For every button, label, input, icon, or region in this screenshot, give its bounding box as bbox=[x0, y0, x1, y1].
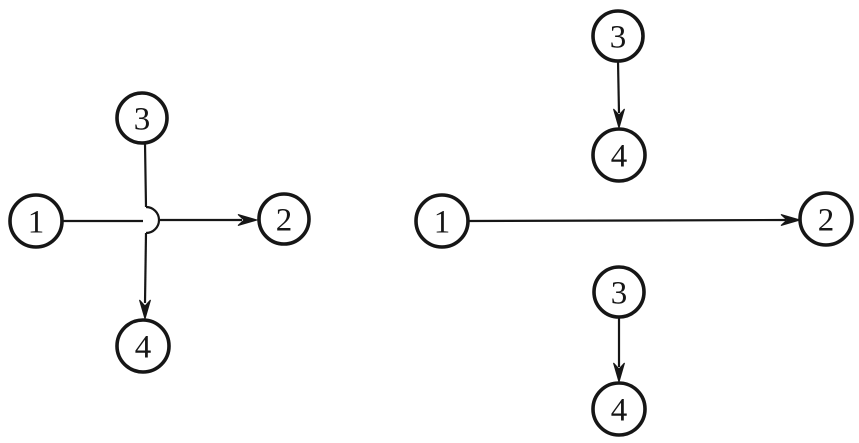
node-label: 4 bbox=[135, 330, 152, 366]
node-circle bbox=[414, 193, 470, 249]
node-circle bbox=[115, 318, 171, 374]
node-label: 4 bbox=[611, 393, 628, 429]
arrowhead-icon bbox=[613, 108, 625, 130]
node-label: 4 bbox=[611, 139, 628, 175]
arrowhead-icon bbox=[613, 362, 625, 384]
node-planar-graph-1: 1 bbox=[414, 193, 470, 249]
node-circle bbox=[591, 381, 647, 437]
edge-3-to-4 bbox=[139, 142, 161, 321]
node-circle bbox=[8, 193, 64, 249]
edge-segment bbox=[467, 218, 787, 223]
node-circle bbox=[798, 191, 854, 247]
node-graph-with-crossing-4: 4 bbox=[115, 318, 171, 374]
node-planar-graph-2: 2 bbox=[798, 191, 854, 247]
node-label: 3 bbox=[611, 276, 628, 312]
node-label: 2 bbox=[276, 203, 293, 239]
node-graph-with-crossing-3: 3 bbox=[115, 91, 169, 145]
node-circle bbox=[592, 265, 646, 319]
edge-1-to-2 bbox=[62, 214, 259, 226]
node-planar-graph-4b: 4 bbox=[591, 381, 647, 437]
diagram-planar-graph: 3 4 1 2 3 4 bbox=[414, 9, 854, 437]
node-circle bbox=[591, 127, 647, 183]
node-graph-with-crossing-1: 1 bbox=[8, 193, 64, 249]
node-label: 1 bbox=[28, 205, 45, 241]
node-label: 1 bbox=[434, 205, 451, 241]
node-graph-with-crossing-2: 2 bbox=[257, 192, 311, 246]
edge-3t-to-4t bbox=[613, 60, 625, 130]
node-label: 3 bbox=[134, 102, 151, 138]
node-circle bbox=[591, 9, 645, 63]
node-circle bbox=[257, 192, 311, 246]
node-planar-graph-3b: 3 bbox=[592, 265, 646, 319]
edge-3b-to-4b bbox=[613, 317, 625, 384]
node-label: 2 bbox=[818, 203, 835, 239]
node-label: 3 bbox=[610, 20, 627, 56]
arrowhead-icon bbox=[780, 214, 802, 226]
arrowhead-icon bbox=[237, 214, 259, 226]
diagram-graph-with-crossing: 1 2 3 4 bbox=[8, 91, 311, 374]
crossing-hop-arc bbox=[145, 205, 161, 235]
node-planar-graph-4t: 4 bbox=[591, 127, 647, 183]
node-planar-graph-3t: 3 bbox=[591, 9, 645, 63]
edge-segment bbox=[143, 142, 148, 208]
edge-segment bbox=[143, 232, 148, 304]
edge-1-to-2 bbox=[467, 214, 802, 226]
node-circle bbox=[115, 91, 169, 145]
arrowhead-icon bbox=[139, 299, 151, 321]
edge-segment bbox=[616, 60, 621, 114]
